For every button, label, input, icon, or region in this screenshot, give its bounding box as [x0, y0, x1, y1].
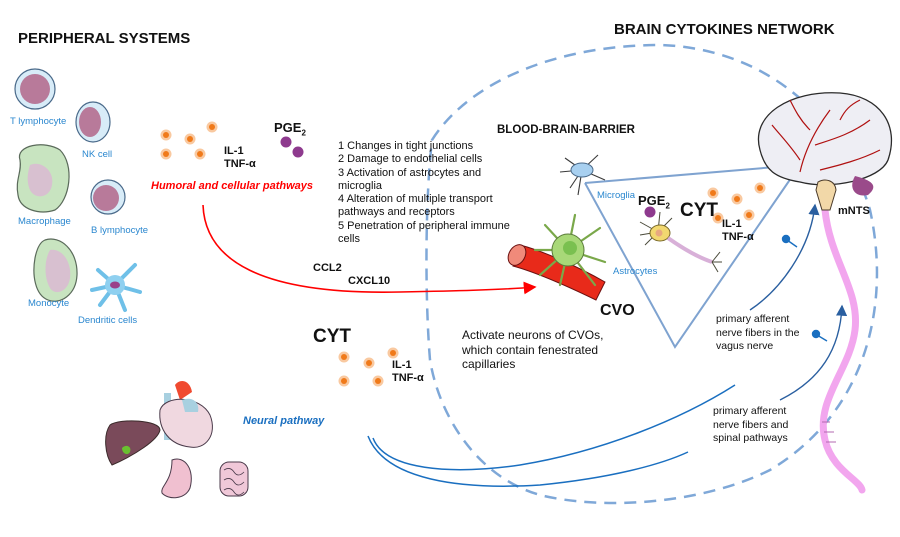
brain-cytokines-label: IL-1 TNF-α — [722, 218, 754, 243]
liver-icon — [105, 420, 161, 466]
cytokine-dot — [163, 151, 169, 157]
bbb-title: BLOOD-BRAIN-BARRIER — [497, 124, 635, 136]
peripheral-systems-title: PERIPHERAL SYSTEMS — [18, 30, 191, 47]
vagus-afferent-arrow — [749, 203, 820, 311]
neuron-icon — [639, 211, 722, 273]
pge-subscript: 2 — [665, 201, 670, 211]
cytokine-dot — [390, 350, 396, 356]
nerve-endings — [781, 234, 828, 342]
molecule-dots — [160, 121, 766, 387]
cytokine-dot — [710, 190, 716, 196]
spinal-pathway-label: primary afferent nerve fibers and spinal… — [713, 405, 789, 444]
brain-network-boundary — [425, 43, 879, 505]
microglia-icon — [559, 154, 606, 196]
bbb-effect-item: 5 Penetration of peripheral immune cells — [338, 219, 510, 246]
microglia-label: Microglia — [597, 190, 636, 201]
astrocyte-icon — [533, 213, 607, 287]
stomach-icon — [161, 458, 192, 499]
neural-pathway-label: Neural pathway — [243, 415, 325, 427]
macrophage-label: Macrophage — [18, 216, 71, 227]
brain-cyt-label: CYT — [680, 200, 718, 221]
pge-text: PGE — [638, 193, 666, 208]
cytokine-dot — [746, 212, 752, 218]
monocyte-label: Monocyte — [28, 298, 70, 309]
dendritic-cell-icon — [90, 263, 142, 312]
pge2-dot — [280, 136, 292, 148]
blood-vessel-icon — [507, 244, 606, 301]
humoral-pathway-label: Humoral and cellular pathways — [151, 180, 313, 192]
monocyte-icon — [33, 238, 78, 302]
pge-text: PGE — [274, 120, 302, 135]
spinal-cord-segments — [822, 421, 836, 443]
cytokine-dot — [187, 136, 193, 142]
astrocytes-label: Astrocytes — [613, 266, 658, 277]
neural-line-spinal — [367, 435, 689, 487]
bbb-effect-item: 2 Damage to endothelial cells — [338, 153, 483, 166]
spinal-afferent-arrow — [779, 304, 848, 401]
neural-line-vagus — [372, 384, 736, 471]
cvo-description: Activate neurons of CVOs, which contain … — [462, 328, 604, 371]
intestine-icon — [219, 461, 249, 497]
brain-network-title: BRAIN CYTOKINES NETWORK — [614, 21, 835, 38]
brain-icon — [757, 92, 893, 211]
pge2-dot — [644, 206, 656, 218]
cytokine-dot — [163, 132, 169, 138]
humoral-pge2-label: PGE2 — [274, 120, 306, 138]
bbb-effect-item: 4 Alteration of multiple transport pathw… — [338, 193, 493, 219]
ccl2-label: CCL2 — [313, 262, 342, 274]
humoral-cytokines-label: IL-1 TNF-α — [224, 145, 256, 170]
nk-cell-icon — [75, 101, 111, 143]
pge2-dot — [292, 146, 304, 158]
cytokine-dot — [734, 196, 740, 202]
vagus-nerve-label: primary afferent nerve fibers in the vag… — [716, 313, 800, 352]
cytokine-dot — [341, 354, 347, 360]
cxcl10-label: CXCL10 — [348, 275, 391, 287]
pge-subscript: 2 — [301, 128, 306, 138]
b-lymphocyte-label: B lymphocyte — [91, 225, 149, 236]
brain-pge2-label: PGE2 — [638, 193, 670, 211]
bbb-effects-list: 1 Changes in tight junctions 2 Damage to… — [338, 140, 518, 246]
bbb-effect-item: 3 Activation of astrocytes and microglia — [338, 166, 482, 192]
dendritic-cells-label: Dendritic cells — [78, 315, 138, 326]
t-lymphocyte-label: T lymphocyte — [10, 116, 67, 127]
cvo-label: CVO — [600, 302, 635, 319]
bbb-effect-item: 1 Changes in tight junctions — [338, 140, 474, 152]
cytokine-dot — [197, 151, 203, 157]
mnts-label: mNTS — [838, 205, 870, 217]
t-lymphocyte-icon — [14, 68, 56, 110]
cytokine-dot — [341, 378, 347, 384]
neural-cytokines-label: IL-1 TNF-α — [392, 359, 424, 384]
nk-cell-label: NK cell — [82, 149, 113, 160]
humoral-arrow — [202, 204, 537, 295]
spinal-cord — [819, 206, 866, 494]
network-triangle — [584, 163, 803, 349]
b-lymphocyte-icon — [90, 179, 126, 215]
cytokine-dot — [375, 378, 381, 384]
cytokine-dot — [757, 185, 763, 191]
cytokine-dot — [715, 215, 721, 221]
heart-icon — [159, 380, 213, 448]
cytokine-dot — [209, 124, 215, 130]
macrophage-icon — [16, 144, 70, 213]
neural-cyt-label: CYT — [313, 326, 351, 347]
cytokine-dot — [366, 360, 372, 366]
